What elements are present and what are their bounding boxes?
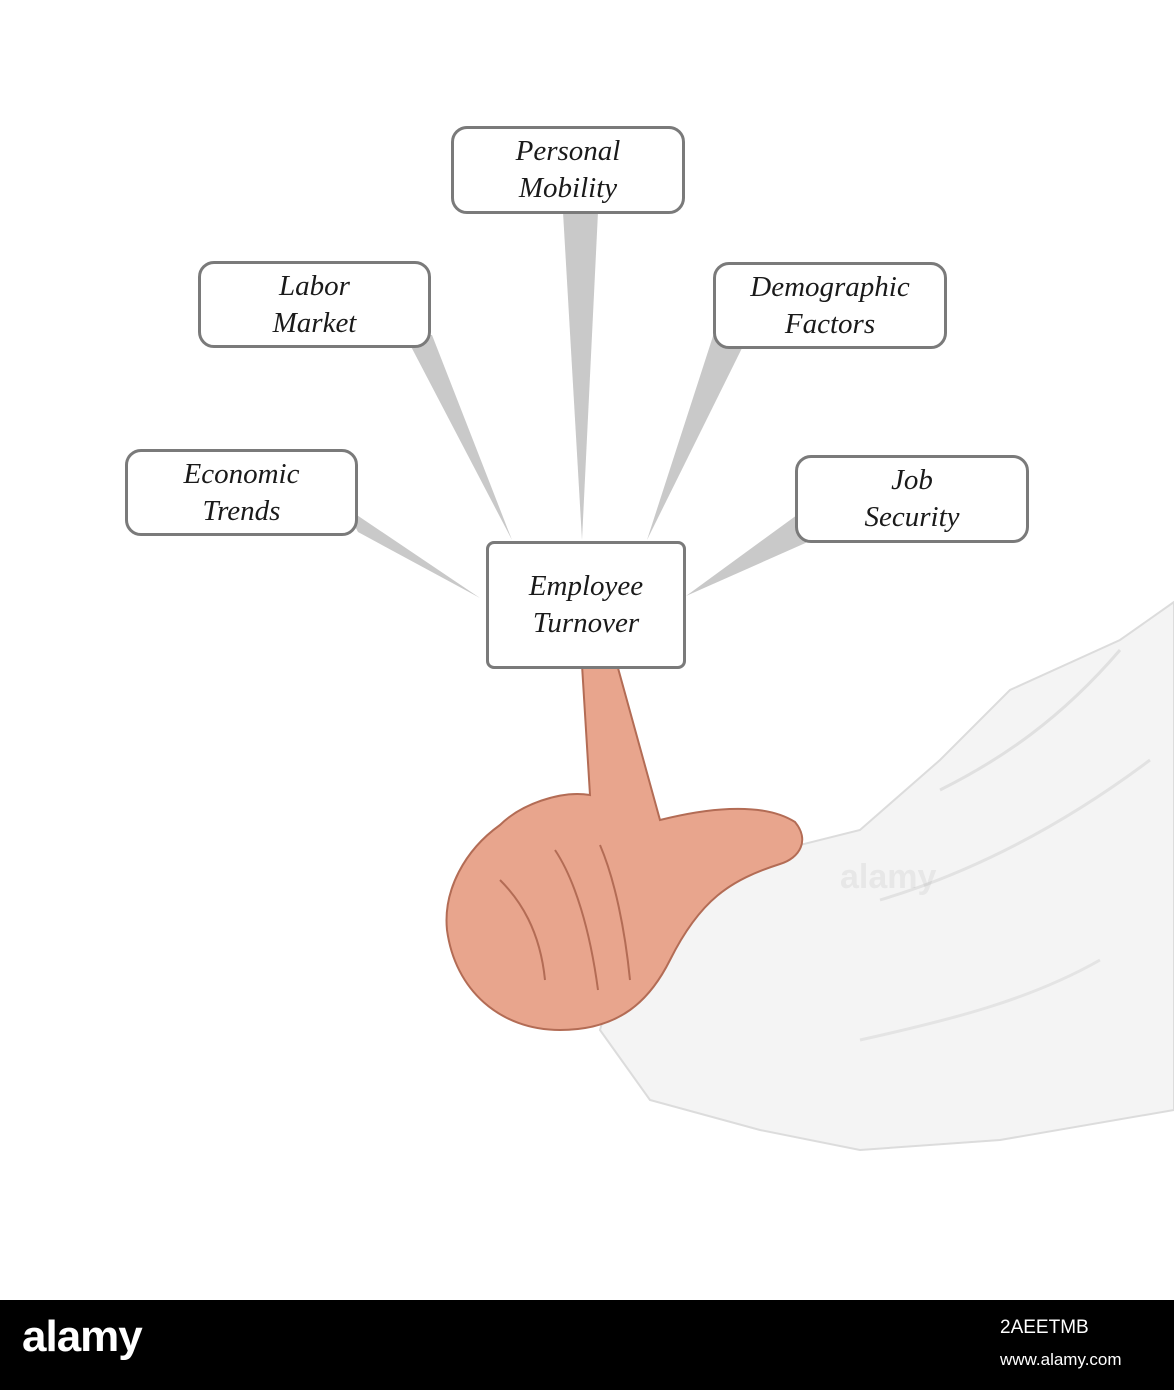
image-id: 2AEETMB — [1000, 1317, 1089, 1338]
connector-demographic-factors — [647, 330, 745, 540]
node-job-security-line1: Job — [891, 464, 933, 496]
alamy-logo: alamy — [22, 1312, 143, 1361]
site-url: www.alamy.com — [1000, 1350, 1122, 1369]
node-labor-market-line2: Market — [272, 306, 357, 339]
sleeve-fold — [879, 758, 1151, 902]
sleeve-fold — [939, 649, 1122, 792]
node-demographic-factors: Demographic Factors — [713, 262, 947, 349]
node-personal-mobility: Personal Mobility — [451, 126, 685, 214]
node-personal-mobility-line1: Personal — [515, 135, 621, 167]
node-job-security-line2: Security — [864, 501, 960, 533]
hand-illustration — [445, 600, 1174, 1152]
node-labor-market-line1: Labor — [279, 269, 350, 302]
finger-knuckle — [499, 879, 546, 981]
finger-knuckle — [599, 844, 631, 981]
footer-bar: alamy 2AEETMB www.alamy.com — [0, 1300, 1174, 1390]
node-labor-market: Labor Market — [198, 261, 431, 348]
diagram-canvas — [345, 212, 1174, 1152]
node-economic-trends-line2: Trends — [202, 494, 281, 527]
connectors — [345, 212, 810, 598]
connector-economic-trends — [345, 507, 480, 598]
node-employee-turnover-line2: Turnover — [532, 607, 640, 639]
connector-job-security — [686, 515, 810, 596]
node-demographic-factors-line2: Factors — [784, 307, 876, 340]
node-personal-mobility-line2: Mobility — [518, 172, 618, 204]
node-job-security: Job Security — [795, 455, 1029, 543]
node-demographic-factors-line1: Demographic — [750, 270, 910, 303]
node-economic-trends: Economic Trends — [125, 449, 358, 536]
node-employee-turnover-line1: Employee — [528, 570, 644, 602]
finger-knuckle — [554, 849, 599, 991]
connector-labor-market — [405, 335, 512, 540]
sleeve-fold — [859, 958, 1101, 1042]
connector-personal-mobility — [563, 212, 598, 540]
watermark-text: alamy — [840, 858, 937, 896]
node-employee-turnover: Employee Turnover — [486, 541, 686, 669]
node-economic-trends-line1: Economic — [183, 457, 300, 490]
